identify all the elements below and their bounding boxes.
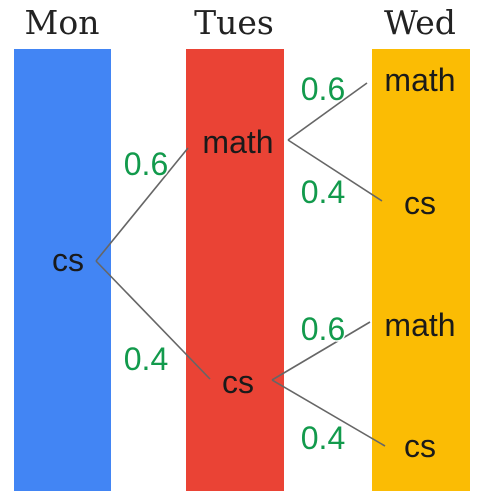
column-mon [14, 49, 111, 491]
node-wed-cs-lower: cs [404, 428, 436, 464]
edge-tue-cs-to-wed-math [271, 321, 371, 381]
edge-mon-cs-to-tue-cs [95, 260, 211, 380]
prob-mon-cs-to-tue-math: 0.6 [124, 146, 168, 182]
day-label-mon: Mon [25, 3, 100, 42]
edge-tue-math-to-wed-cs [287, 139, 383, 202]
node-mon-cs: cs [52, 242, 84, 278]
edge-mon-cs-to-tue-math [95, 147, 189, 262]
prob-mon-cs-to-tue-cs: 0.4 [124, 341, 168, 377]
prob-tue-cs-to-wed-math: 0.6 [301, 311, 345, 347]
column-wed [372, 49, 470, 491]
column-tues [186, 49, 284, 491]
day-label-wed: Wed [384, 3, 456, 42]
edge-tue-math-to-wed-math [287, 82, 368, 141]
node-wed-math-upper: math [384, 62, 455, 98]
node-tue-math: math [202, 124, 273, 160]
prob-tue-math-to-wed-math: 0.6 [301, 71, 345, 107]
day-label-tues: Tues [194, 3, 274, 42]
node-wed-math-lower: math [384, 307, 455, 343]
node-tue-cs: cs [222, 364, 254, 400]
prob-tue-cs-to-wed-cs: 0.4 [301, 420, 345, 456]
node-wed-cs-upper: cs [404, 185, 436, 221]
edge-tue-cs-to-wed-cs [271, 379, 386, 447]
prob-tue-math-to-wed-cs: 0.4 [301, 174, 345, 210]
